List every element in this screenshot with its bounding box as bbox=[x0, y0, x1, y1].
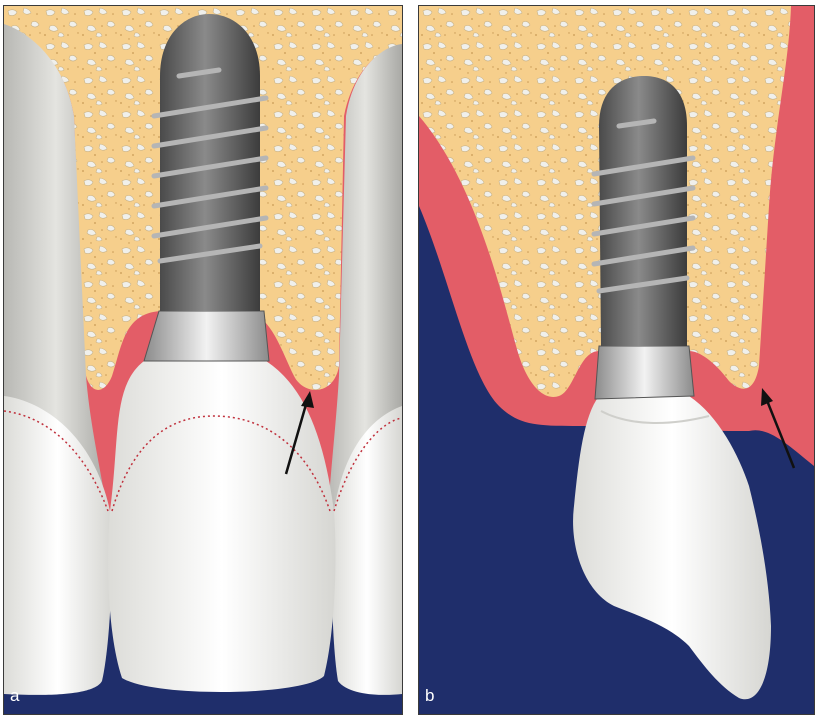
panel-a-illustration bbox=[4, 6, 402, 714]
implant-body bbox=[599, 76, 687, 346]
implant-collar bbox=[144, 311, 269, 361]
panel-a: a bbox=[3, 5, 403, 715]
panel-label-a: a bbox=[10, 686, 19, 706]
panel-b: b bbox=[418, 5, 815, 715]
panel-b-illustration bbox=[419, 6, 814, 714]
implant-crown bbox=[108, 361, 335, 692]
implant-collar bbox=[595, 346, 694, 399]
panel-label-b: b bbox=[425, 686, 434, 706]
